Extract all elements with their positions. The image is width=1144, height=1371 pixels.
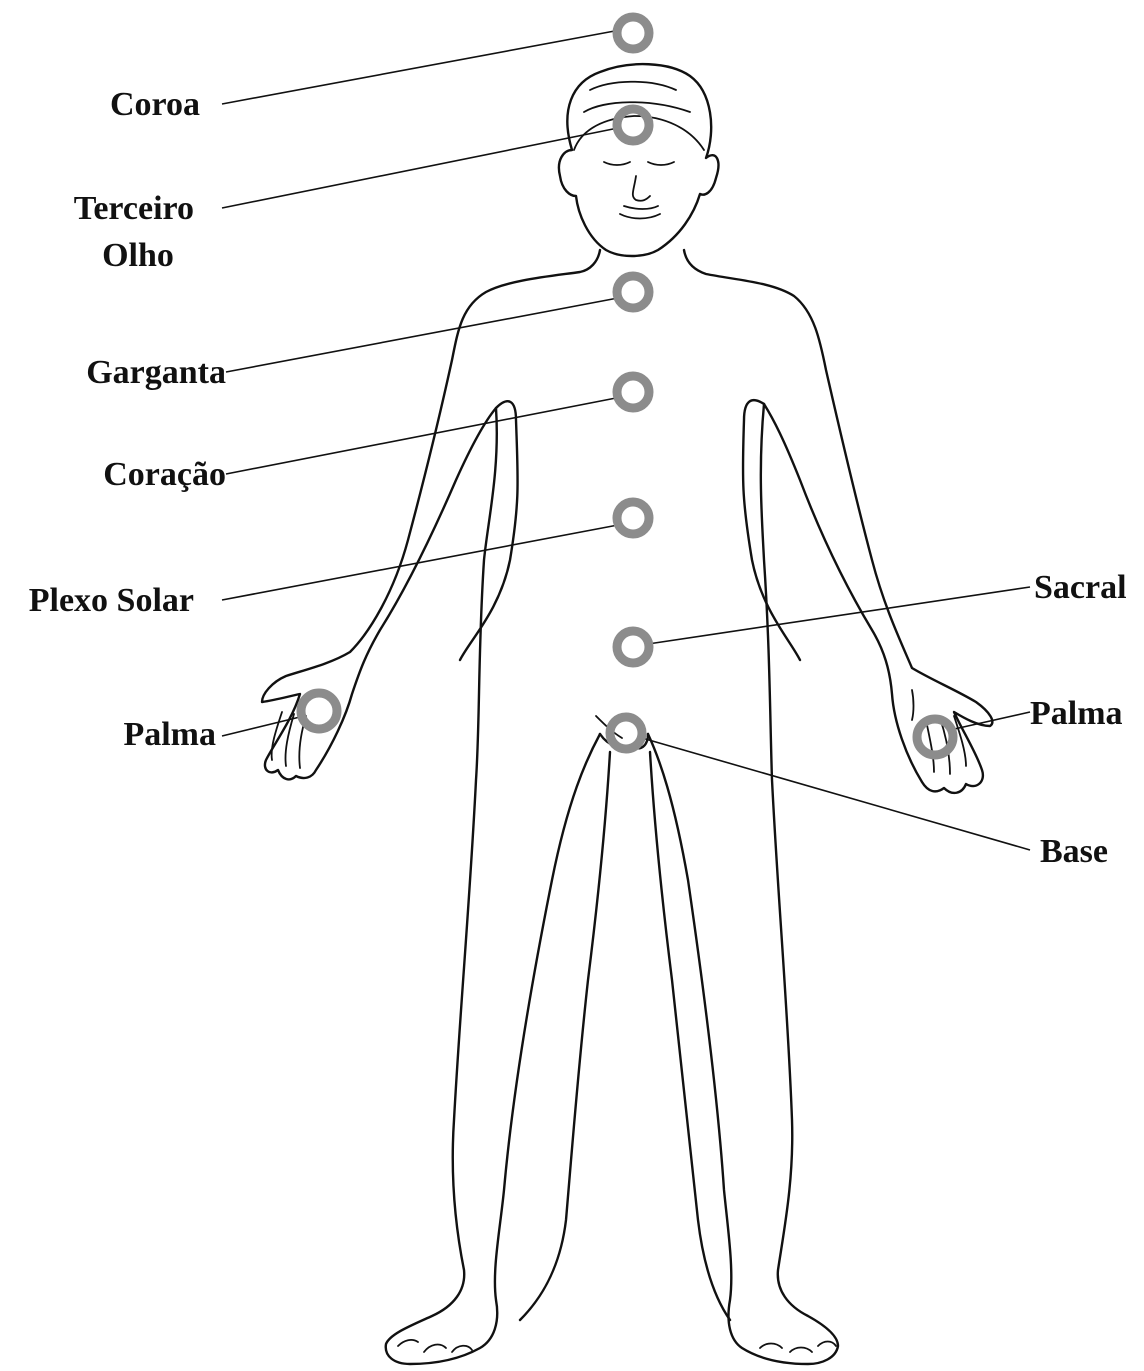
label-palma-right: Palma bbox=[1030, 695, 1123, 732]
leader-plexo-solar bbox=[222, 525, 618, 600]
right-arm-inner bbox=[743, 400, 800, 660]
leader-lines bbox=[222, 30, 1030, 850]
label-base: Base bbox=[1040, 833, 1108, 870]
chakra-ring-terceiro-olho bbox=[617, 109, 649, 141]
label-plexo-solar: Plexo Solar bbox=[29, 582, 194, 619]
left-leg-inner bbox=[520, 752, 610, 1320]
mouth bbox=[620, 206, 660, 219]
leader-coroa bbox=[222, 30, 620, 104]
label-sacral: Sacral bbox=[1034, 569, 1127, 606]
left-eye bbox=[604, 162, 630, 165]
chakra-ring-palma-left bbox=[301, 693, 337, 729]
label-garganta: Garganta bbox=[86, 354, 226, 391]
chakra-ring-palma-right bbox=[917, 719, 953, 755]
left-foot-toes bbox=[398, 1340, 472, 1352]
chakra-rings bbox=[301, 17, 953, 755]
leader-palma-left bbox=[222, 716, 304, 736]
right-foot-toes bbox=[760, 1342, 836, 1353]
label-palma-left: Palma bbox=[123, 716, 216, 753]
chakra-ring-coroa bbox=[617, 17, 649, 49]
chakra-ring-garganta bbox=[617, 276, 649, 308]
nose bbox=[633, 176, 650, 201]
right-leg-inner bbox=[650, 752, 730, 1320]
right-eye bbox=[648, 162, 674, 165]
chakra-ring-coracao bbox=[617, 376, 649, 408]
body-left-outline bbox=[262, 250, 600, 1364]
chakra-ring-plexo-solar bbox=[617, 502, 649, 534]
chakra-ring-sacral bbox=[617, 631, 649, 663]
label-coracao: Coração bbox=[103, 456, 226, 493]
label-terceiro: Terceiro bbox=[74, 190, 194, 227]
label-olho: Olho bbox=[102, 237, 174, 274]
body-right-outline bbox=[648, 250, 992, 1364]
leader-sacral bbox=[648, 587, 1030, 644]
label-coroa: Coroa bbox=[110, 86, 200, 123]
leader-base bbox=[642, 738, 1030, 850]
head-outline bbox=[559, 64, 718, 256]
leader-coracao bbox=[226, 398, 616, 474]
leader-garganta bbox=[226, 298, 618, 372]
